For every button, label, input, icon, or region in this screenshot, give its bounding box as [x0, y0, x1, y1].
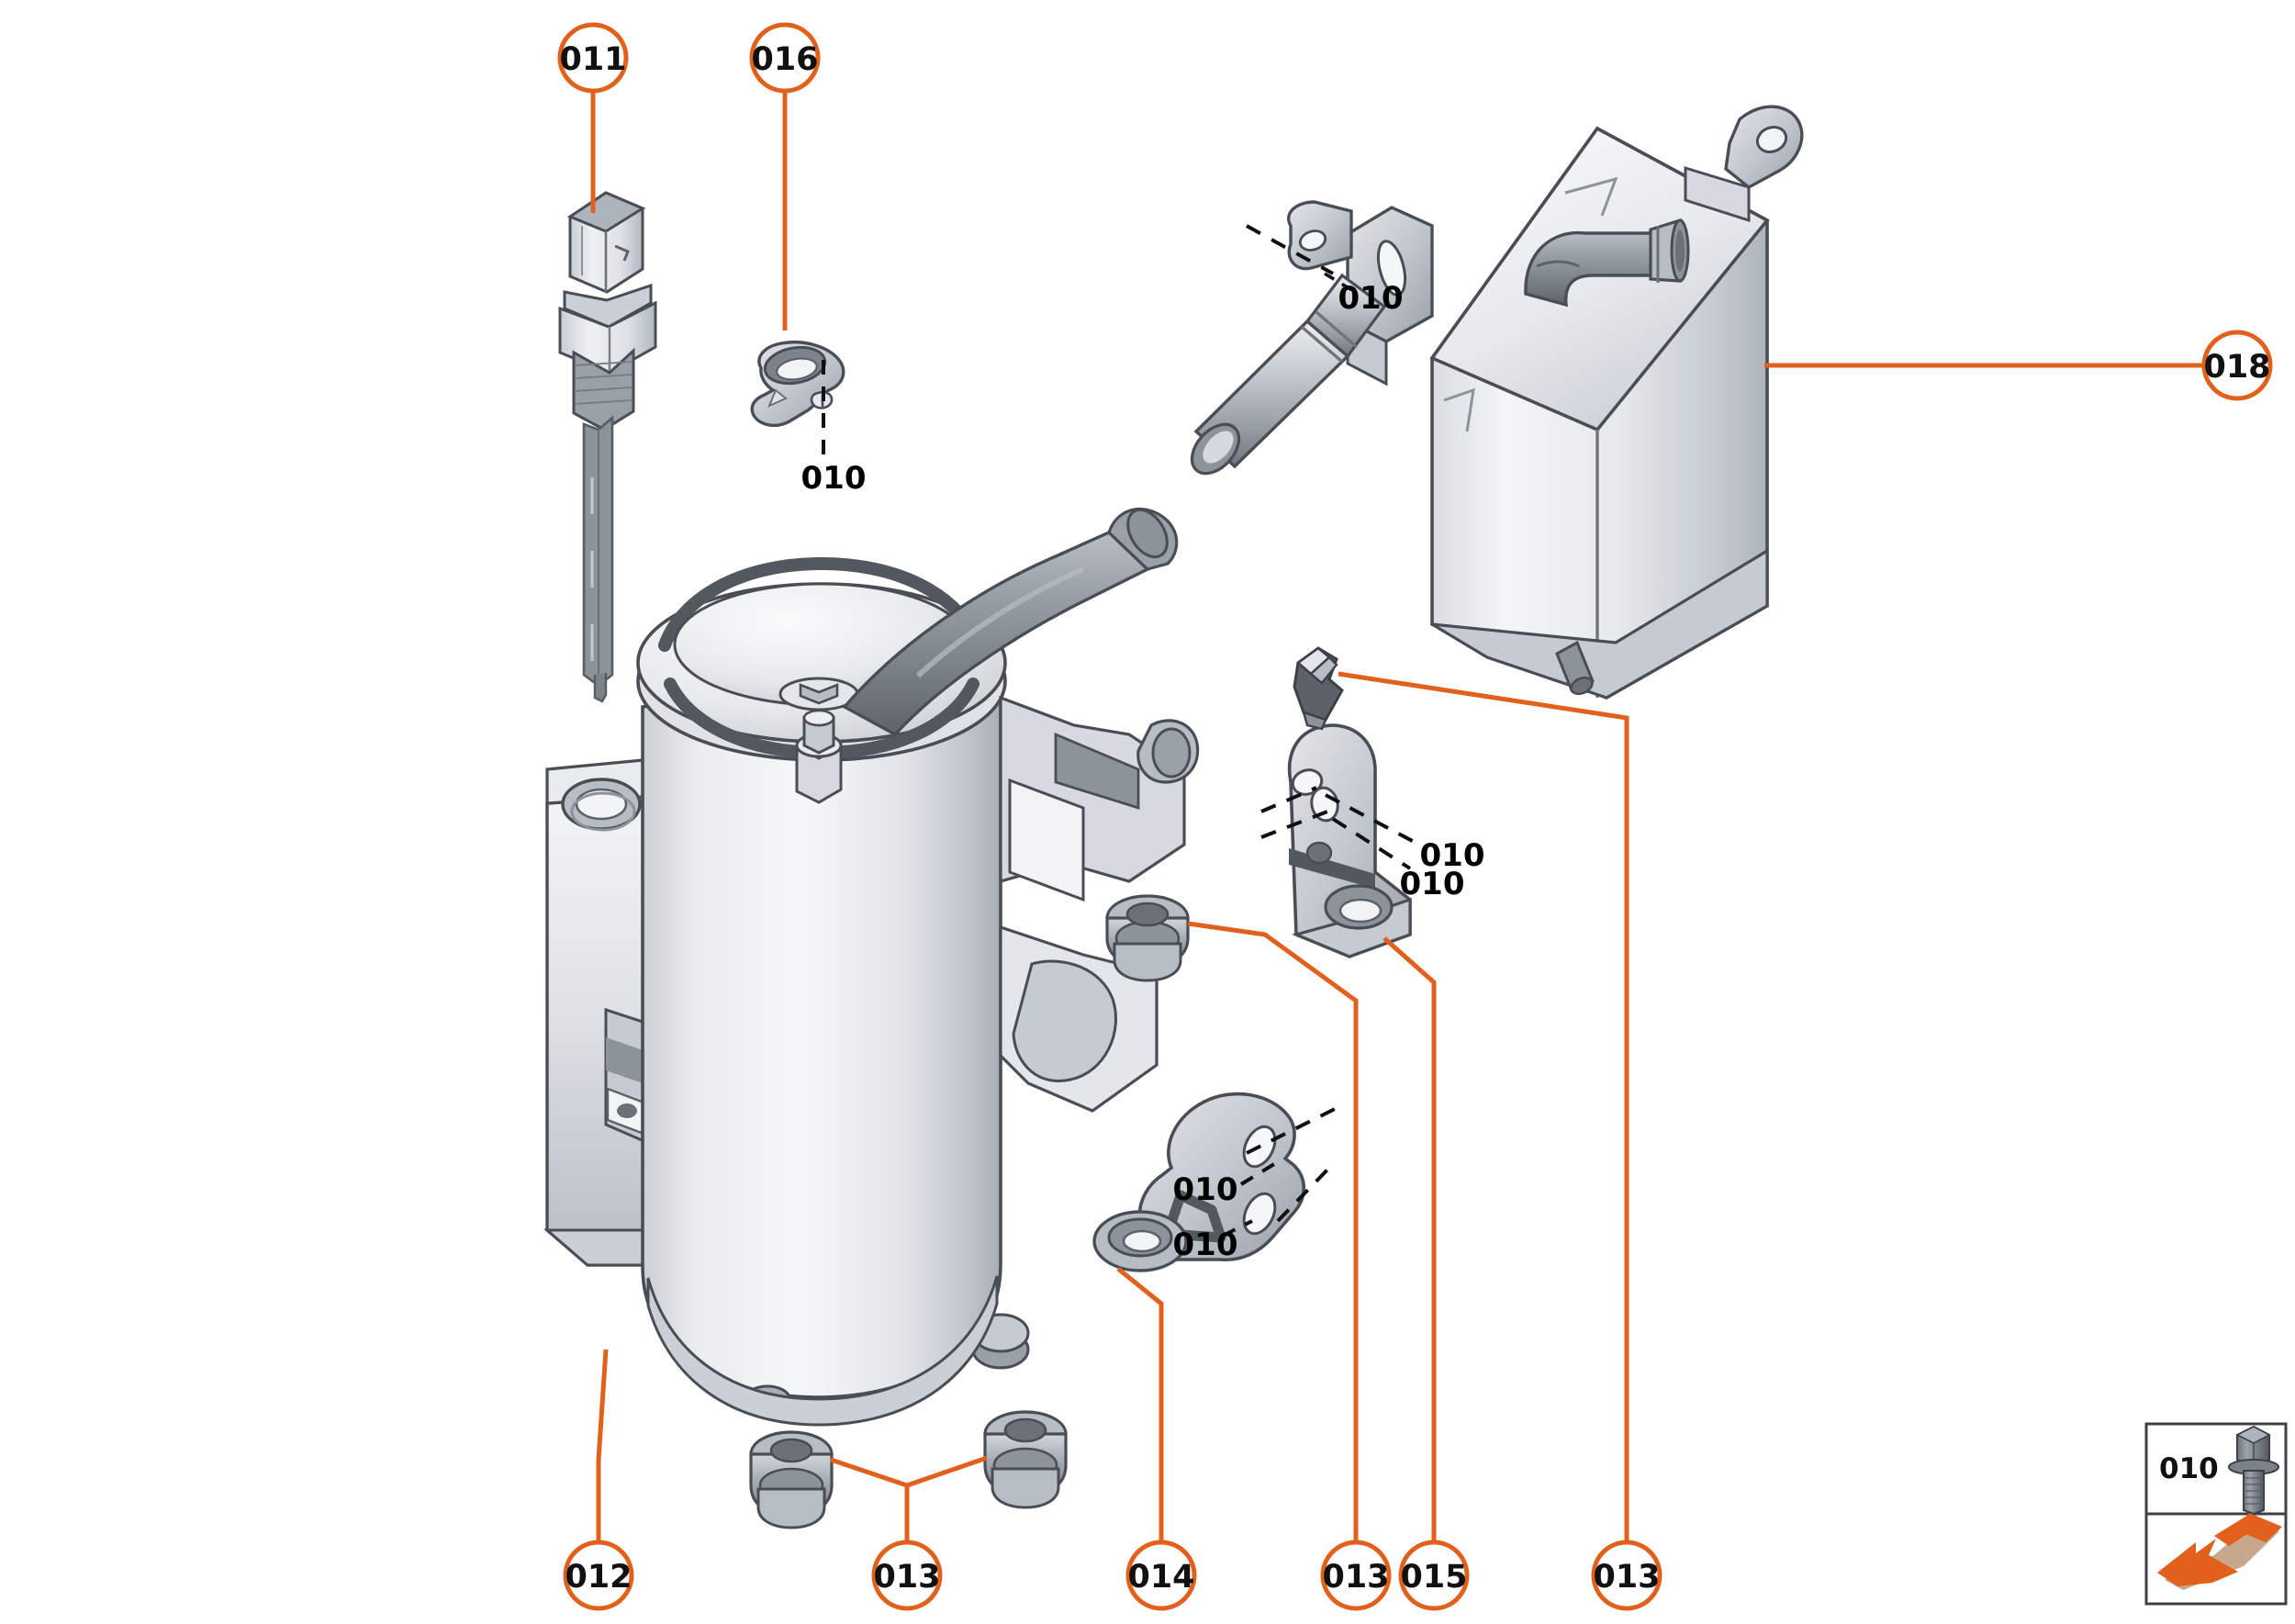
ref-label-016-010: 010	[801, 460, 867, 497]
callout-013b-label: 013	[1322, 1559, 1389, 1596]
callout-016-label: 016	[751, 41, 818, 78]
dashed-ref-014-upper	[1246, 1105, 1339, 1155]
part-013-rubber-mount-grommet-upper	[1105, 894, 1190, 982]
part-013-connector-clip	[1293, 646, 1344, 731]
callout-013a-label: 013	[873, 1559, 940, 1596]
part-012-fuel-filter-housing	[543, 507, 1200, 1427]
legend-part-number: 010	[2159, 1452, 2219, 1485]
leader-014	[1116, 1267, 1164, 1542]
part-013-rubber-mount-grommet-right	[983, 1410, 1068, 1509]
leader-lines	[590, 91, 2204, 1542]
part-018-fuel-cooler-reservoir	[1190, 105, 1804, 700]
callout-014[interactable]: 014	[1125, 1540, 1197, 1611]
leader-013-upper	[1187, 921, 1359, 1542]
ref-label-014-010-upper: 010	[1173, 1171, 1238, 1208]
leader-015	[1383, 936, 1437, 1542]
callout-012[interactable]: 012	[563, 1540, 634, 1611]
leader-013-right	[906, 1455, 988, 1488]
callout-013-bottom-left[interactable]: 013	[871, 1540, 943, 1611]
leader-013-connector	[1338, 671, 1629, 1542]
callout-013c-label: 013	[1593, 1559, 1660, 1596]
disassembly-direction-arrow-icon	[2157, 1513, 2282, 1590]
part-014-flat-mounting-bracket	[1092, 1092, 1339, 1272]
reference-labels: 010 010 010 010 010 010	[801, 280, 1485, 1263]
callout-011[interactable]: 011	[557, 22, 629, 94]
callout-015-label: 015	[1400, 1559, 1467, 1596]
ref-label-015-010-lower: 010	[1400, 866, 1465, 902]
leader-013-left	[830, 1457, 910, 1542]
callout-015[interactable]: 015	[1398, 1540, 1470, 1611]
callout-013-right[interactable]: 013	[1591, 1540, 1662, 1611]
leader-012	[596, 1349, 609, 1542]
callout-013-middle[interactable]: 013	[1320, 1540, 1392, 1611]
callout-018-label: 018	[2203, 349, 2270, 386]
hex-flange-bolt-icon	[2228, 1425, 2279, 1516]
callout-011-label: 011	[559, 41, 626, 78]
dashed-ref-015-upper	[1260, 786, 1317, 813]
callout-018[interactable]: 018	[2201, 330, 2273, 401]
dashed-ref-015-lower	[1260, 810, 1328, 839]
callout-012-label: 012	[565, 1559, 632, 1596]
callout-014-label: 014	[1127, 1559, 1194, 1596]
callout-bubbles: 011 016 018 012 013 014	[557, 22, 2273, 1611]
callout-016[interactable]: 016	[749, 22, 821, 94]
ref-label-014-010-lower: 010	[1173, 1226, 1238, 1263]
ref-label-015-010-upper: 010	[1420, 837, 1485, 874]
part-016-retaining-clip-bracket	[750, 341, 845, 461]
part-015-angle-mounting-bracket	[1260, 723, 1420, 958]
fastener-legend: 010	[2144, 1422, 2288, 1606]
ref-label-018-010: 010	[1338, 280, 1404, 317]
part-013-rubber-mount-grommet-left	[749, 1430, 834, 1529]
part-011-fuel-temperature-sensor	[558, 191, 657, 703]
dashed-ref-014-lower	[1276, 1162, 1335, 1223]
